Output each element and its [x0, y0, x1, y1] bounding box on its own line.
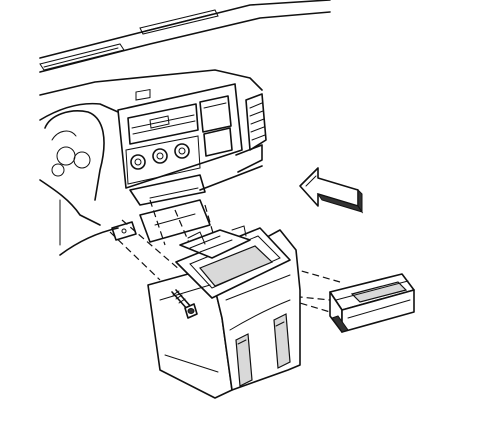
console-storage-insert — [329, 273, 415, 333]
front-direction-arrow-icon — [299, 167, 364, 214]
console-bolt — [171, 289, 198, 319]
radio-hvac-bezel — [117, 83, 243, 206]
instrument-panel — [39, 0, 331, 256]
console-bracket — [111, 199, 211, 243]
floor-console — [147, 225, 301, 399]
